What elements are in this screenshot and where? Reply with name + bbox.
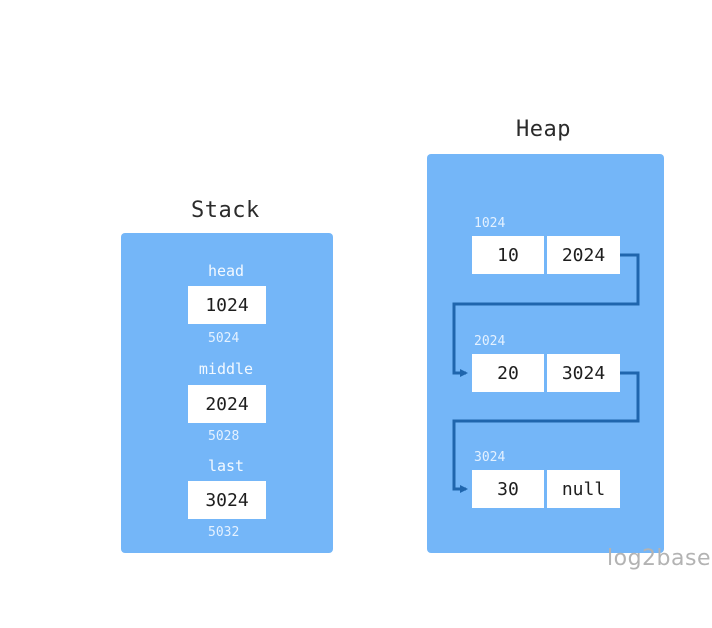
stack-cell-middle: 2024 bbox=[188, 385, 266, 423]
heap-title: Heap bbox=[516, 117, 571, 142]
stack-address-last: 5032 bbox=[208, 525, 240, 540]
stack-panel: head 1024 5024 middle 2024 5028 last 302… bbox=[121, 233, 333, 553]
heap-node-3-data: 30 bbox=[472, 470, 544, 508]
stack-title: Stack bbox=[191, 198, 260, 223]
arrow-node2-to-node3 bbox=[452, 371, 640, 493]
stack-cell-head: 1024 bbox=[188, 286, 266, 324]
heap-node-2-next: 3024 bbox=[547, 354, 620, 392]
heap-node-address-1: 1024 bbox=[474, 216, 506, 231]
heap-node-3-next: null bbox=[547, 470, 620, 508]
stack-var-name-last: last bbox=[207, 457, 245, 475]
stack-address-middle: 5028 bbox=[208, 429, 240, 444]
heap-node-2-data: 20 bbox=[472, 354, 544, 392]
stack-var-name-middle: middle bbox=[198, 360, 254, 378]
heap-node-address-2: 2024 bbox=[474, 334, 506, 349]
heap-node-address-3: 3024 bbox=[474, 450, 506, 465]
heap-node-1-data: 10 bbox=[472, 236, 544, 274]
watermark-logo: log2base bbox=[607, 546, 711, 571]
stack-cell-last: 3024 bbox=[188, 481, 266, 519]
arrow-node1-to-node2 bbox=[452, 253, 640, 377]
stack-address-head: 5024 bbox=[208, 331, 240, 346]
heap-node-1-next: 2024 bbox=[547, 236, 620, 274]
stack-var-name-head: head bbox=[207, 262, 245, 280]
